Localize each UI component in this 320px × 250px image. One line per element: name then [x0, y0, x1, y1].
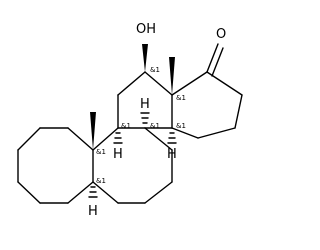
hashed-bond-h5	[88, 186, 98, 198]
hashed-bond-h9	[113, 132, 123, 144]
bond	[206, 71, 243, 96]
bond	[234, 94, 243, 129]
stereo-label-c14: &1	[176, 122, 186, 130]
bond	[67, 127, 94, 151]
stereo-label-c10: &1	[96, 148, 106, 156]
bond	[144, 127, 173, 151]
bond	[117, 71, 146, 96]
structure-canvas: OH O H H H H &1 &1 &1 &1 &1 &1 &1	[17, 22, 243, 219]
carbonyl-bond	[206, 43, 219, 73]
bond	[67, 181, 94, 204]
methyl-wedge-c10	[90, 112, 96, 150]
methyl-wedge-c13	[169, 57, 175, 95]
hydrogen-label-h8: H	[140, 97, 150, 112]
bond	[92, 127, 119, 151]
bond	[17, 127, 41, 151]
bond	[144, 181, 173, 204]
hydrogen-label-h5: H	[88, 204, 98, 219]
carbonyl-oxygen-label: O	[216, 27, 226, 42]
hydrogen-label-h9: H	[113, 147, 123, 162]
bond	[171, 127, 199, 139]
stereo-label-c5: &1	[96, 177, 106, 185]
hydroxyl-label: OH	[136, 22, 156, 37]
stereo-label-c12: &1	[150, 66, 160, 74]
bond	[171, 71, 208, 96]
carbonyl-bond	[211, 47, 224, 77]
hashed-bond-h14	[167, 132, 177, 144]
hashed-bond-h8	[140, 112, 150, 124]
hydrogen-label-h14: H	[167, 147, 177, 162]
bond	[197, 127, 236, 139]
stereo-label-c9: &1	[121, 122, 131, 130]
steroid-structure-diagram: OH O H H H H &1 &1 &1 &1 &1 &1 &1	[17, 22, 243, 219]
stereo-label-c13: &1	[176, 94, 186, 102]
hydroxyl-wedge	[142, 44, 148, 72]
bond	[17, 181, 41, 204]
bond	[144, 71, 173, 96]
bond	[92, 181, 119, 204]
stereo-label-c8: &1	[150, 122, 160, 130]
